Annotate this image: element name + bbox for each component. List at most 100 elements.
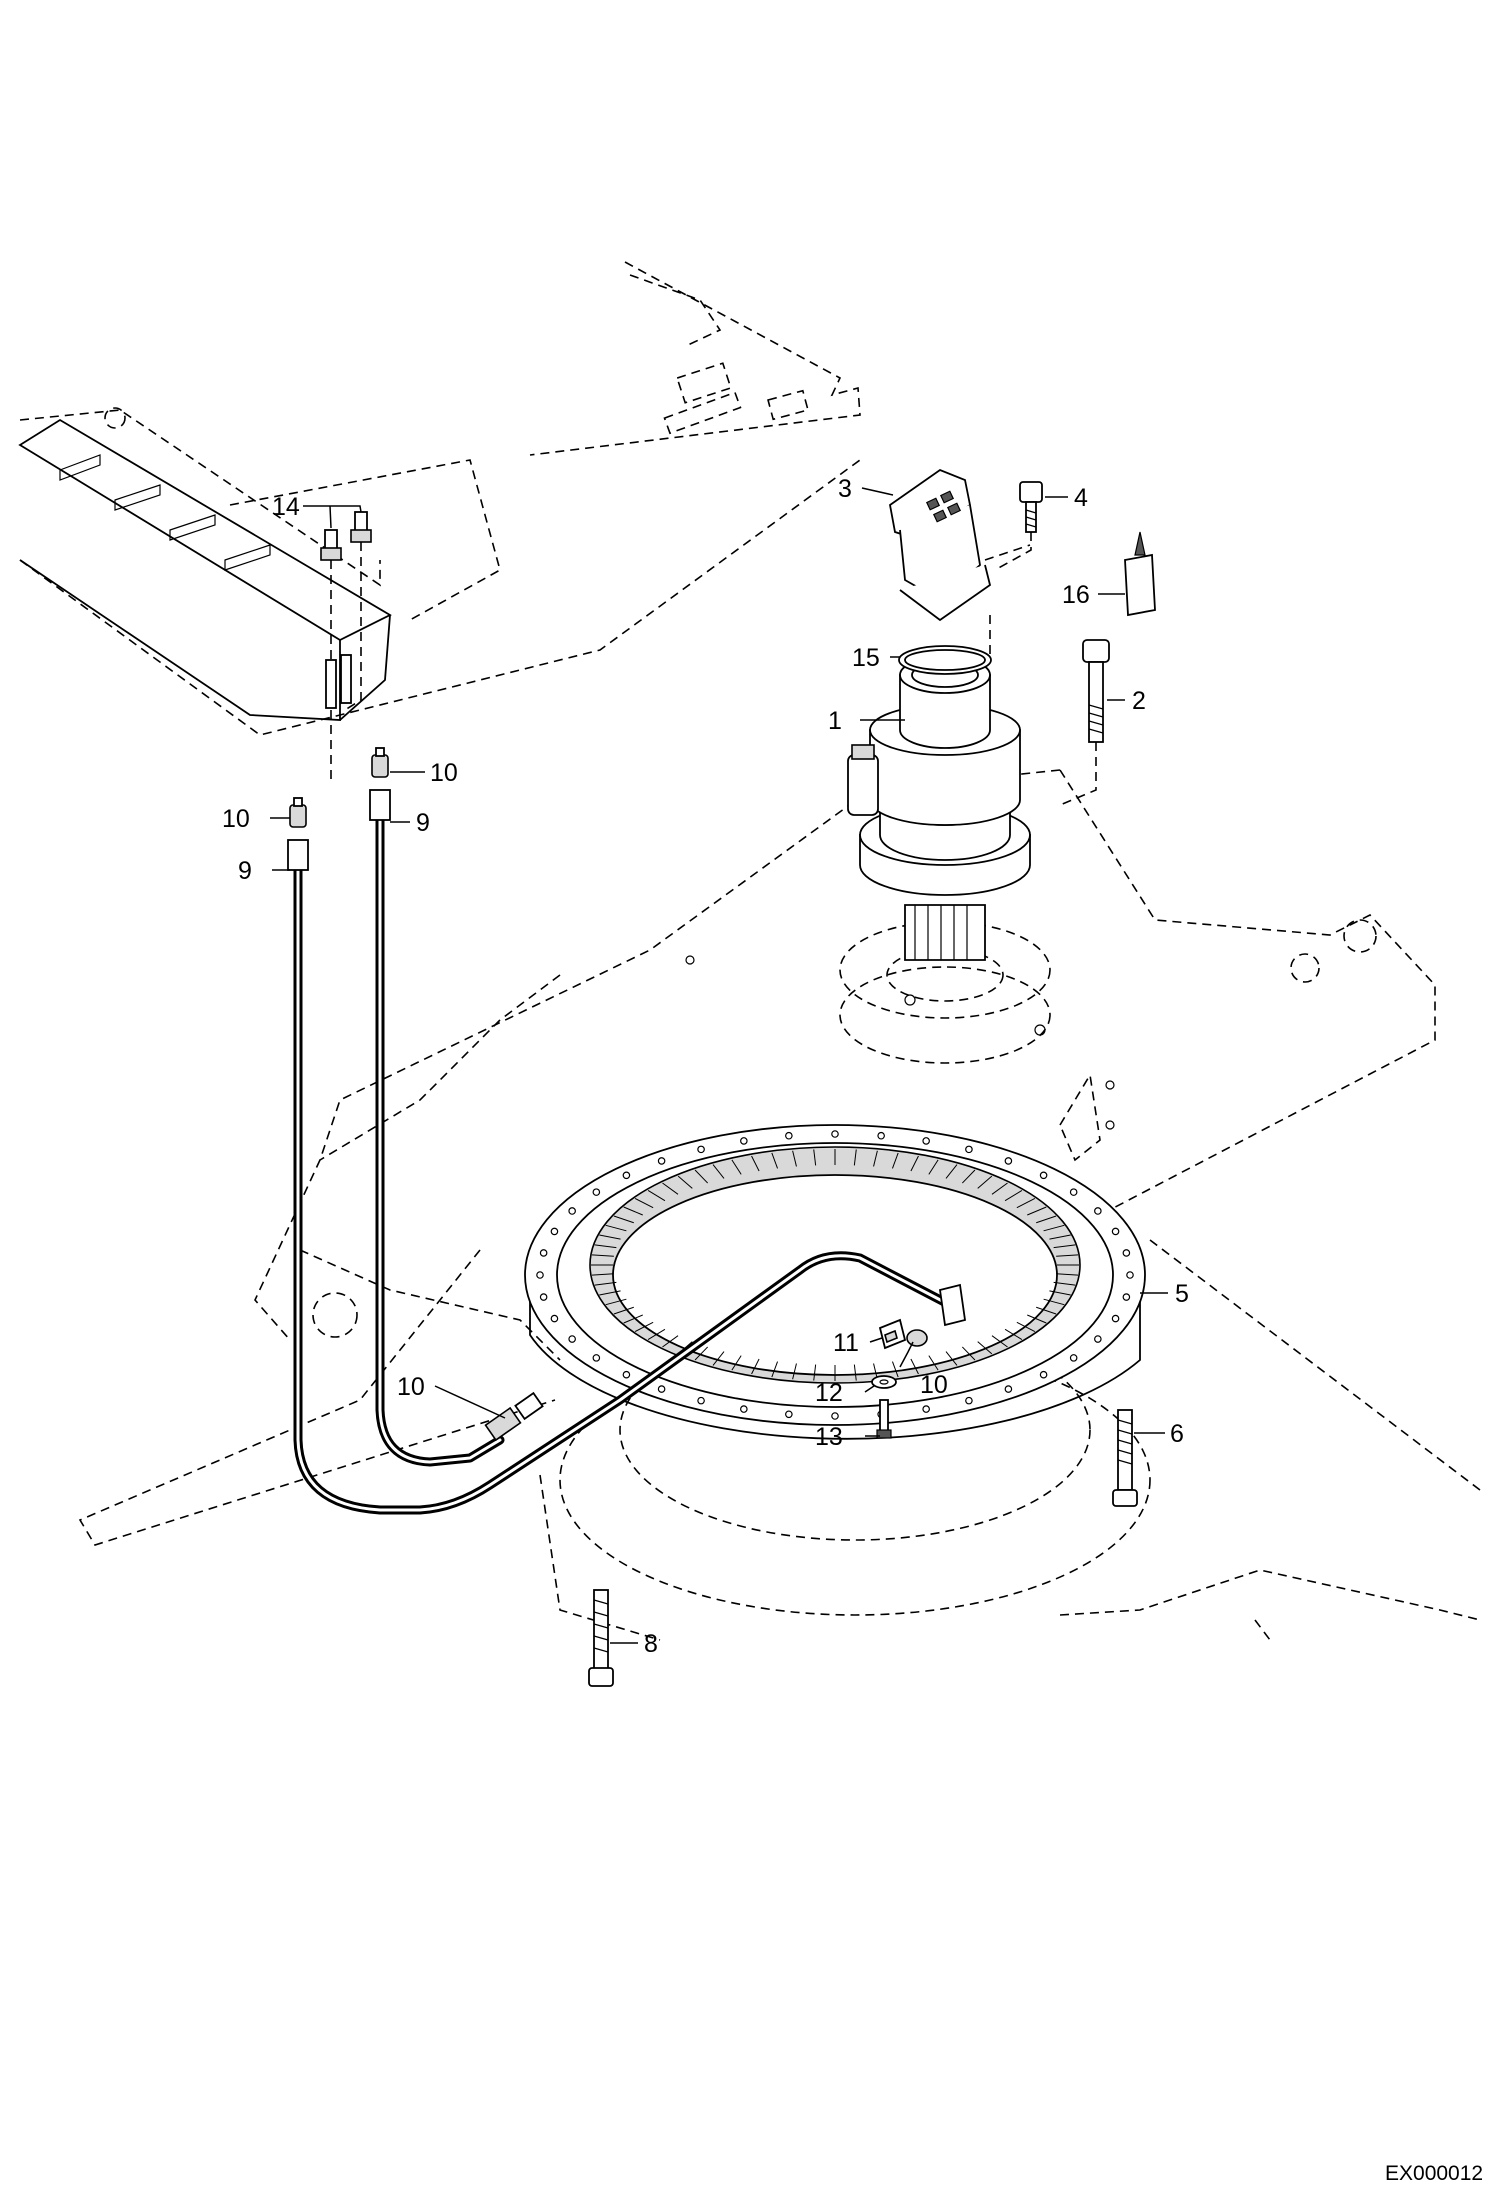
ring-tooth — [1027, 1314, 1047, 1324]
adapter-left-item-10 — [289, 797, 307, 828]
callout-10-left: 10 — [222, 805, 250, 833]
washer-item-12 — [871, 1375, 897, 1389]
ring-tooth — [1049, 1290, 1071, 1296]
ring-bolt-hole — [965, 1145, 973, 1154]
ring-bolt-hole — [1094, 1207, 1102, 1215]
ring-tooth — [605, 1298, 627, 1306]
valve-block-item-3 — [889, 468, 1031, 660]
callout-6: 6 — [1170, 1420, 1184, 1448]
adapter-elbow-item-10 — [906, 1283, 967, 1347]
ring-bolt-hole — [1122, 1293, 1131, 1301]
ring-bolt-hole — [877, 1131, 885, 1140]
ring-tooth — [853, 1149, 857, 1166]
ring-bolt-hole — [1039, 1370, 1048, 1379]
adapter-hose-joint-item-10 — [484, 1391, 544, 1442]
ring-tooth — [891, 1361, 899, 1378]
ring-tooth — [694, 1169, 709, 1184]
ring-bolt-hole — [622, 1370, 631, 1379]
ring-tooth — [1043, 1224, 1065, 1232]
ring-tooth — [1053, 1244, 1076, 1249]
ring-bolt-hole — [965, 1396, 973, 1405]
upper-frame-outline — [19, 261, 861, 736]
ring-bolt-hole — [657, 1157, 666, 1165]
callout-13: 13 — [815, 1423, 843, 1451]
upper-bracket — [18, 418, 392, 721]
callout-14: 14 — [272, 493, 300, 521]
ring-bolt-hole — [568, 1335, 576, 1343]
ring-tooth — [853, 1364, 857, 1381]
ring-tooth — [792, 1363, 797, 1380]
ring-tooth — [1036, 1215, 1057, 1224]
callout-12: 12 — [815, 1379, 843, 1407]
callout-5: 5 — [1175, 1280, 1189, 1308]
ring-tooth — [712, 1164, 725, 1179]
bolt-item-6 — [1112, 1409, 1138, 1507]
clamp-item-11 — [878, 1318, 907, 1350]
callout-11: 11 — [833, 1329, 859, 1357]
ring-tooth — [613, 1215, 634, 1224]
slewing-ring-teeth — [591, 1149, 1079, 1381]
ring-tooth — [647, 1328, 666, 1340]
ring-tooth — [662, 1335, 679, 1348]
ring-bolt-hole — [539, 1249, 548, 1257]
screw-item-13 — [876, 1399, 892, 1439]
motor-mount-ring — [839, 921, 1051, 1064]
fitting-pair-item-14 — [320, 511, 372, 780]
bolt-item-2 — [1059, 639, 1110, 806]
slewing-ring-item-5 — [524, 1124, 1151, 1616]
ring-bolt-hole — [740, 1137, 748, 1145]
ring-bolt-hole — [1069, 1188, 1078, 1196]
ring-tooth — [591, 1254, 614, 1257]
bolt-item-8 — [588, 1589, 614, 1687]
slewing-ring-bolt-holes — [536, 1130, 1134, 1420]
ring-tooth — [961, 1346, 976, 1361]
ring-tooth — [813, 1149, 817, 1166]
ring-tooth — [771, 1152, 779, 1169]
ring-bolt-hole — [1094, 1335, 1102, 1343]
ring-tooth — [599, 1234, 621, 1240]
ring-tooth — [813, 1364, 817, 1381]
ring-bolt-hole — [831, 1130, 839, 1138]
ring-tooth — [1016, 1321, 1036, 1332]
ring-bolt-hole — [592, 1354, 601, 1362]
hose-left-item-9 — [287, 839, 955, 1515]
ring-tooth — [712, 1351, 725, 1366]
ring-bolt-hole — [1069, 1354, 1078, 1362]
ring-tooth — [1027, 1206, 1047, 1216]
tag-item-16 — [1124, 531, 1156, 617]
callout-10-elbow: 10 — [920, 1371, 948, 1399]
swing-motor-item-1 — [847, 656, 1031, 961]
ring-tooth — [1036, 1306, 1057, 1315]
callout-15: 15 — [852, 644, 880, 672]
ring-tooth — [591, 1273, 614, 1276]
callout-9-right: 9 — [416, 809, 430, 837]
ring-tooth — [677, 1175, 693, 1189]
ring-bolt-hole — [539, 1293, 548, 1301]
ring-bolt-hole — [550, 1227, 559, 1236]
callout-3: 3 — [838, 475, 852, 503]
ring-tooth — [1004, 1328, 1023, 1340]
ring-bolt-hole — [1111, 1314, 1120, 1323]
ring-tooth — [792, 1150, 797, 1167]
bolt-item-4 — [994, 481, 1043, 571]
ring-tooth — [1056, 1254, 1079, 1257]
callout-8: 8 — [644, 1630, 658, 1658]
ring-bolt-hole — [568, 1207, 576, 1215]
ring-bolt-hole — [740, 1405, 748, 1413]
ring-tooth — [977, 1175, 993, 1189]
ring-tooth — [1056, 1273, 1079, 1276]
ring-tooth — [623, 1206, 643, 1216]
callout-9-left: 9 — [238, 857, 252, 885]
ring-bolt-hole — [1126, 1271, 1134, 1279]
ring-tooth — [928, 1159, 939, 1175]
ring-tooth — [623, 1314, 643, 1324]
ring-bolt-hole — [785, 1410, 793, 1419]
ring-tooth — [594, 1244, 617, 1249]
ring-tooth — [647, 1190, 666, 1202]
ring-tooth — [891, 1152, 899, 1169]
ring-tooth — [731, 1159, 742, 1175]
ring-bolt-hole — [550, 1314, 559, 1323]
ring-tooth — [945, 1164, 958, 1179]
ring-bolt-hole — [1111, 1227, 1120, 1236]
